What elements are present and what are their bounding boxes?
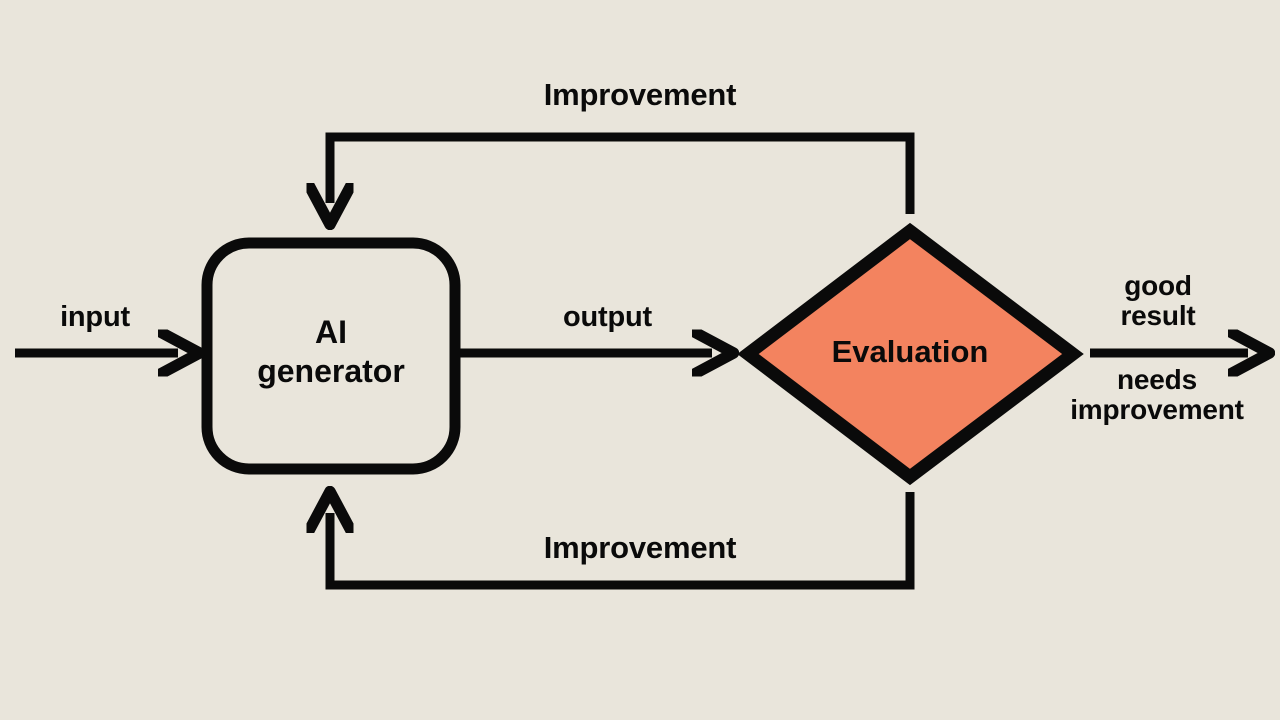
ai-generator-label: AI generator (257, 314, 405, 390)
improvement-bottom-label: Improvement (543, 530, 737, 565)
good-result-label: good result (1120, 270, 1196, 332)
needs-improvement-label: needs improvement (1070, 364, 1244, 426)
improvement-top-arrow (330, 132, 915, 214)
output-label: output (563, 301, 652, 333)
input-label: input (60, 301, 130, 333)
evaluation-label: Evaluation (831, 334, 989, 369)
improvement-bottom-arrow (330, 492, 915, 590)
evaluation-shape[interactable] (737, 222, 1084, 486)
improvement-top-label: Improvement (543, 77, 737, 112)
